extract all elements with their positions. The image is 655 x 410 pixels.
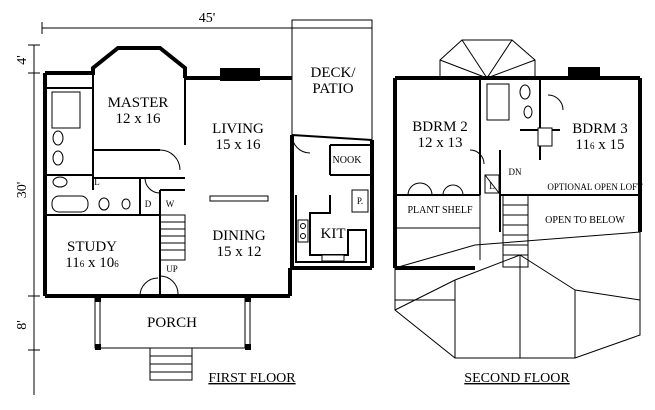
washer-label: W <box>166 199 175 209</box>
second-floor-caption: SECOND FLOOR <box>464 371 570 386</box>
bdrm2-label: BDRM 2 <box>412 119 467 135</box>
dryer-label: D <box>145 199 152 209</box>
study-label: STUDY <box>67 239 117 255</box>
second-floor-walls <box>393 39 642 359</box>
dim-porch-label: 8' <box>15 320 30 330</box>
dining-size: 15 x 12 <box>217 244 262 260</box>
plant-shelf-label: PLANT SHELF <box>407 205 473 216</box>
porch-label: PORCH <box>147 315 197 331</box>
dim-depth-label: 30' <box>15 182 30 199</box>
master-size: 12 x 16 <box>116 111 162 127</box>
linen-l-label: L <box>489 181 495 191</box>
study-size: 116 x 106 <box>65 255 119 271</box>
pantry-label: P. <box>357 196 363 206</box>
bdrm2-size: 12 x 13 <box>418 135 463 151</box>
dining-label: DINING <box>212 228 265 244</box>
dim-width-label: 45' <box>199 11 216 26</box>
first-floor-caption: FIRST FLOOR <box>208 371 296 386</box>
stair-up-label: UP <box>166 264 178 274</box>
optional-loft-label: OPTIONAL OPEN LOFT <box>547 182 643 192</box>
bdrm3-size: 116 x 15 <box>576 137 625 153</box>
stair-dn-label: DN <box>509 167 522 177</box>
first-floor-walls <box>43 19 374 381</box>
master-label: MASTER <box>108 95 169 111</box>
laundry-l-label: L <box>94 177 100 187</box>
dimension-lines <box>28 22 373 395</box>
living-label: LIVING <box>212 121 264 137</box>
open-below-label: OPEN TO BELOW <box>545 215 625 226</box>
living-size: 15 x 16 <box>216 137 262 153</box>
deck-label-line1: DECK/ <box>311 65 357 81</box>
nook-label: NOOK <box>333 155 363 166</box>
deck-label-line2: PATIO <box>312 81 353 97</box>
bdrm3-label: BDRM 3 <box>572 121 627 137</box>
kit-label: KIT <box>321 226 346 242</box>
dim-top-offset-label: 4' <box>15 55 30 65</box>
